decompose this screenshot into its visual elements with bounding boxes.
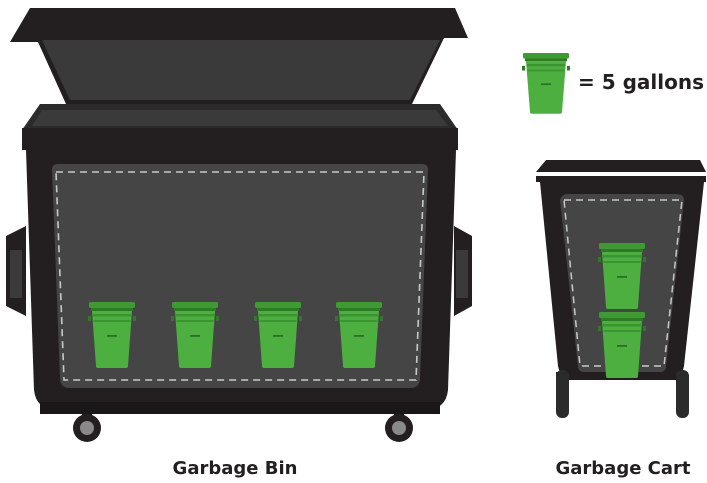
cart-wheel-left	[556, 370, 569, 418]
cart-lid	[536, 160, 706, 172]
legend-label: = 5 gallons	[578, 70, 705, 94]
garbage-bin	[6, 8, 472, 442]
bin-wheel-left	[73, 410, 101, 442]
cart-wheel-right	[676, 370, 689, 418]
garbage-cart-label: Garbage Cart	[555, 458, 691, 479]
garbage-bin-label: Garbage Bin	[172, 458, 298, 479]
bin-interior	[52, 164, 428, 388]
garbage-cart	[536, 160, 706, 418]
legend-bucket-icon	[522, 53, 570, 114]
bin-wheel-right	[385, 410, 413, 442]
